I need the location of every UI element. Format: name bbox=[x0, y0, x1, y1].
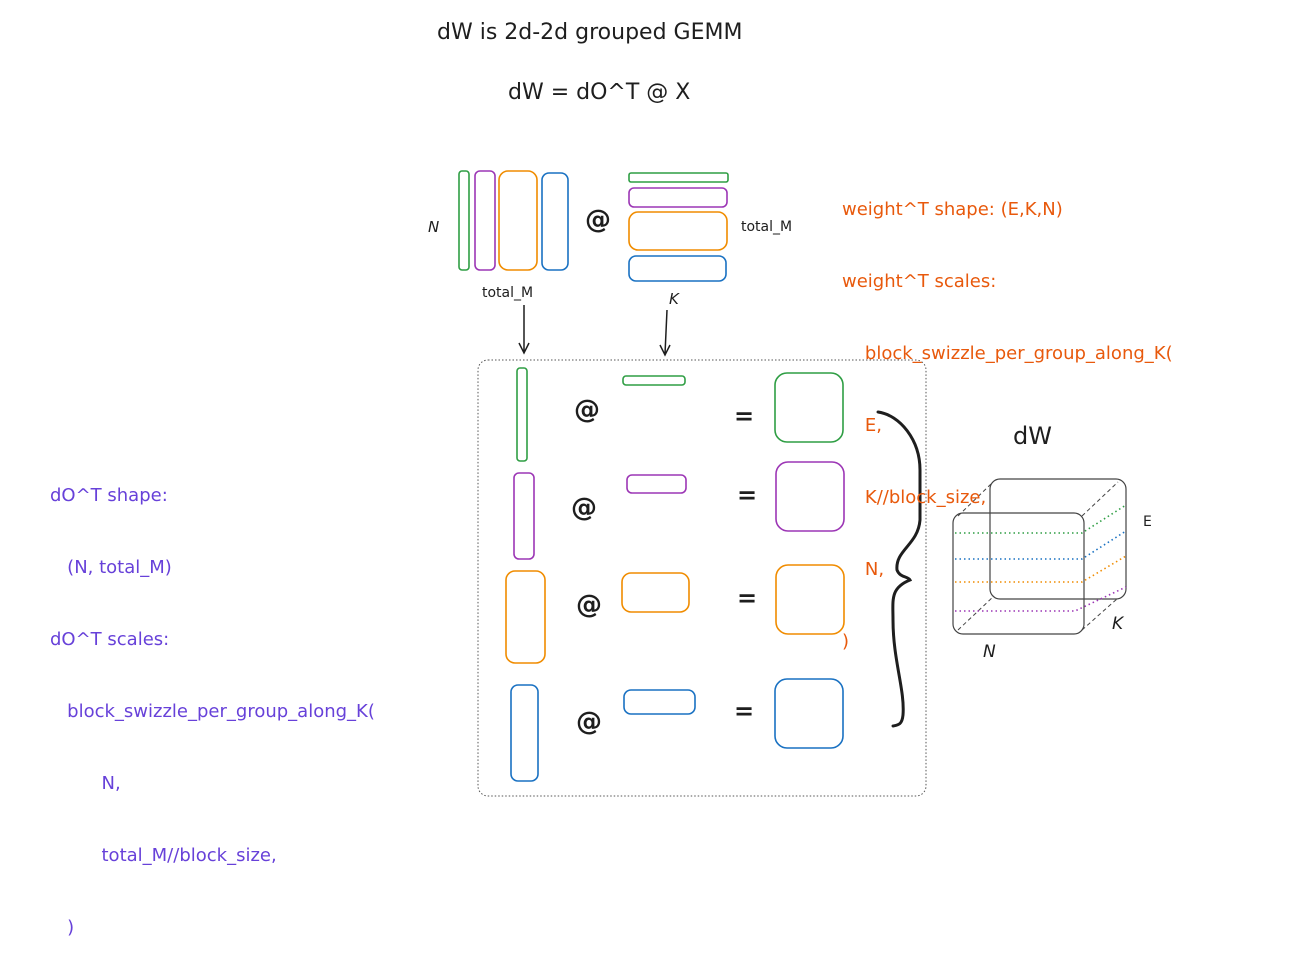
group-rhs-blue bbox=[623, 689, 696, 715]
diagram-title: dW is 2d-2d grouped GEMM bbox=[437, 20, 743, 45]
do-note-line: block_swizzle_per_group_along_K( bbox=[50, 701, 375, 722]
group-rhs-purple bbox=[626, 474, 687, 494]
do-note-line: ) bbox=[50, 917, 75, 938]
group-rhs-green bbox=[622, 375, 686, 386]
top-left-col-blue bbox=[541, 172, 569, 271]
group-equals-green: = bbox=[734, 402, 755, 430]
label-k: K bbox=[669, 290, 679, 308]
group-lhs-purple bbox=[513, 472, 535, 560]
group-rhs-orange bbox=[621, 572, 690, 613]
do-notes: dO^T shape: (N, total_M) dO^T scales: bl… bbox=[50, 436, 375, 964]
curly-brace bbox=[876, 410, 922, 728]
weight-note-line: weight^T shape: (E,K,N) bbox=[842, 199, 1063, 220]
group-row-green bbox=[516, 367, 844, 462]
cube-title: dW bbox=[1013, 422, 1052, 450]
top-left-col-green bbox=[458, 170, 470, 271]
group-row-blue bbox=[510, 678, 844, 782]
group-out-green bbox=[774, 372, 844, 443]
top-right-row-orange bbox=[628, 211, 728, 251]
group-equals-blue: = bbox=[734, 697, 755, 725]
group-out-blue bbox=[774, 678, 844, 749]
equation: dW = dO^T @ X bbox=[508, 80, 691, 105]
top-left-matrix bbox=[458, 170, 569, 271]
cube-edge-bl bbox=[957, 595, 995, 631]
weight-note-line: K//block_size, bbox=[842, 487, 987, 508]
group-row-orange bbox=[505, 564, 845, 664]
group-operator-orange: @ bbox=[576, 590, 602, 620]
dw-cube bbox=[952, 478, 1127, 635]
weight-note-line: ) bbox=[842, 631, 850, 652]
group-equals-orange: = bbox=[737, 584, 758, 612]
group-lhs-green bbox=[516, 367, 528, 462]
cube-back-face bbox=[989, 478, 1127, 600]
cube-axis-e: E bbox=[1143, 514, 1152, 530]
group-operator-green: @ bbox=[574, 395, 600, 425]
top-right-row-purple bbox=[628, 187, 728, 208]
group-row-purple bbox=[513, 461, 845, 560]
group-lhs-orange bbox=[505, 570, 546, 664]
top-right-matrix bbox=[628, 172, 729, 282]
arrow-total-m bbox=[518, 305, 530, 355]
weight-note-line: weight^T scales: bbox=[842, 271, 997, 292]
weight-note-line: block_swizzle_per_group_along_K( bbox=[842, 343, 1173, 364]
label-n: N bbox=[428, 218, 440, 236]
cube-axis-n: N bbox=[983, 642, 996, 662]
grouped-gemm-container bbox=[477, 359, 927, 797]
arrows bbox=[518, 305, 671, 357]
cube-front-face bbox=[952, 512, 1085, 635]
label-total-m-right: total_M bbox=[741, 219, 793, 235]
diagram-canvas bbox=[458, 170, 1127, 797]
do-note-line: dO^T scales: bbox=[50, 629, 170, 650]
cube-slice-orange bbox=[955, 555, 1127, 583]
do-note-line: N, bbox=[50, 773, 121, 794]
top-left-col-orange bbox=[498, 170, 538, 271]
label-total-m-bottom: total_M bbox=[482, 285, 534, 301]
top-left-col-purple bbox=[474, 170, 496, 271]
cube-slice-blue bbox=[955, 530, 1127, 560]
top-matmul-operator: @ bbox=[585, 205, 611, 235]
cube-slice-purple bbox=[955, 586, 1127, 612]
top-right-row-blue bbox=[628, 255, 727, 282]
weight-notes: weight^T shape: (E,K,N) weight^T scales:… bbox=[842, 150, 1173, 678]
group-out-purple bbox=[775, 461, 845, 532]
group-equals-purple: = bbox=[737, 481, 758, 509]
group-operator-purple: @ bbox=[571, 493, 597, 523]
cube-slice-green bbox=[955, 504, 1127, 534]
cube-edge-br bbox=[1081, 597, 1119, 631]
do-note-line: total_M//block_size, bbox=[50, 845, 277, 866]
do-note-line: dO^T shape: bbox=[50, 485, 168, 506]
cube-edge-tr bbox=[1081, 481, 1119, 517]
group-operator-blue: @ bbox=[576, 707, 602, 737]
group-out-orange bbox=[775, 564, 845, 635]
group-lhs-blue bbox=[510, 684, 539, 782]
arrow-k bbox=[659, 309, 671, 357]
weight-note-line: N, bbox=[842, 559, 885, 580]
cube-edge-tl bbox=[957, 482, 993, 517]
do-note-line: (N, total_M) bbox=[50, 557, 172, 578]
weight-note-line: E, bbox=[842, 415, 882, 436]
cube-axis-k: K bbox=[1112, 614, 1124, 634]
top-right-row-green bbox=[628, 172, 729, 183]
